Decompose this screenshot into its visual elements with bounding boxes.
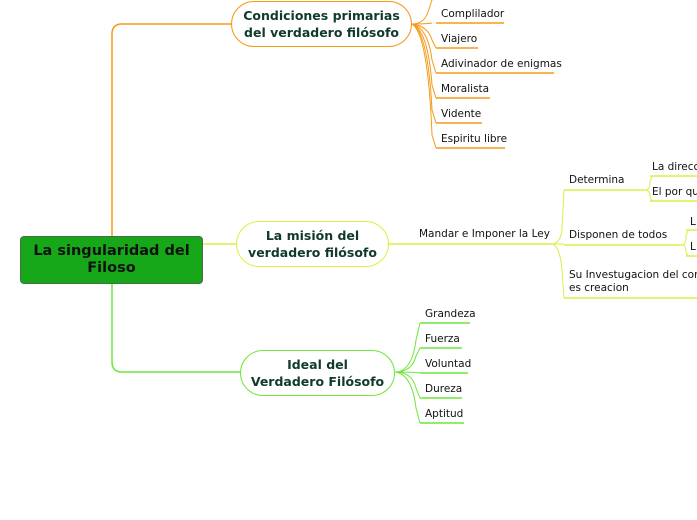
subtopic-disponen-todos[interactable]: Disponen de todos — [569, 229, 668, 241]
main-topic-ideal[interactable]: Ideal del Verdadero Filósofo — [240, 350, 395, 396]
main-topic-line2: Verdadero Filósofo — [250, 374, 385, 389]
subtopic-espiritu-libre[interactable]: Espiritu libre — [441, 133, 508, 145]
subtopic-adivinador[interactable]: Adivinador de enigmas — [441, 58, 562, 70]
main-topic-line1: La misión del — [265, 228, 360, 243]
subtopic-l-1[interactable]: L — [690, 216, 696, 228]
subtopic-la-direccion[interactable]: La direcci — [652, 161, 697, 173]
subtopic-el-por-que[interactable]: El por que — [652, 186, 697, 198]
main-topic-condiciones[interactable]: Condiciones primarias del verdadero filó… — [231, 1, 412, 47]
main-topic-line2: verdadero filósofo — [248, 245, 377, 260]
main-topic-mision[interactable]: La misión del verdadero filósofo — [236, 221, 389, 267]
subtopic-dureza[interactable]: Dureza — [425, 383, 463, 395]
root-topic-line2: Filoso — [87, 260, 136, 276]
subtopic-fuerza[interactable]: Fuerza — [425, 333, 460, 345]
subtopic-investigacion-line1: Su Investugacion del conoc — [569, 269, 697, 281]
main-topic-line1: Ideal del — [287, 357, 348, 372]
subtopic-aptitud[interactable]: Aptitud — [425, 408, 464, 420]
subtopic-determina[interactable]: Determina — [569, 174, 625, 186]
main-topic-line1: Condiciones primarias — [243, 8, 400, 23]
root-topic-line1: La singularidad del — [33, 243, 190, 259]
subtopic-complilador[interactable]: Complilador — [441, 8, 505, 20]
subtopic-voluntad[interactable]: Voluntad — [425, 358, 472, 370]
subtopic-vidente[interactable]: Vidente — [441, 108, 482, 120]
subtopic-investigacion-line2: es creacion — [569, 282, 629, 294]
root-topic[interactable]: La singularidad del Filoso — [20, 236, 203, 284]
main-topic-line2: del verdadero filósofo — [244, 25, 399, 40]
subtopic-moralista[interactable]: Moralista — [441, 83, 490, 95]
subtopic-mandar-ley[interactable]: Mandar e Imponer la Ley — [419, 228, 550, 240]
subtopic-viajero[interactable]: Viajero — [441, 33, 478, 45]
subtopic-grandeza[interactable]: Grandeza — [425, 308, 476, 320]
subtopic-investigacion[interactable]: Su Investugacion del conoc es creacion — [569, 269, 697, 295]
subtopic-l-2[interactable]: L — [690, 241, 696, 253]
